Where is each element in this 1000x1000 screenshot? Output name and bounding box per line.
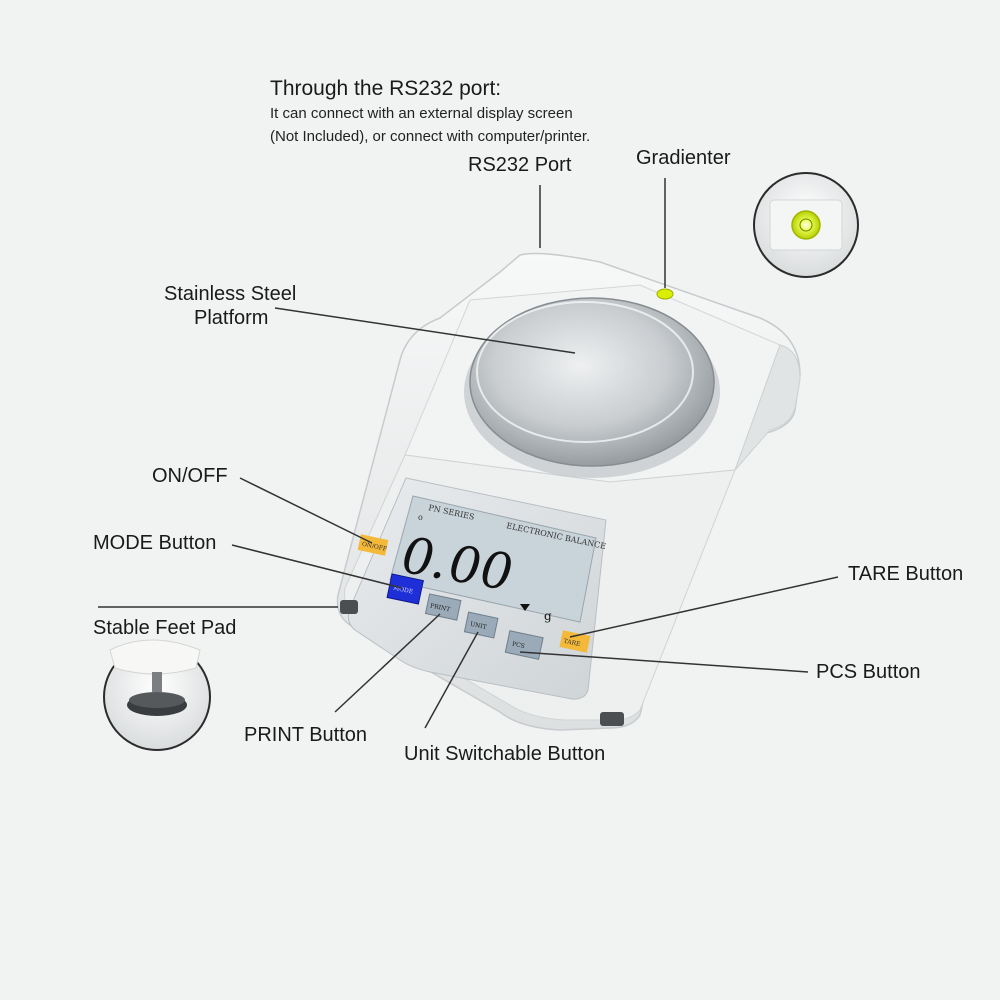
- leader-lines: [98, 178, 839, 729]
- label-mode: MODE Button: [93, 532, 217, 554]
- scale-side: [734, 344, 801, 471]
- front-foot-left: [340, 600, 358, 614]
- gradienter-callout: [753, 172, 859, 278]
- key-mode[interactable]: MODE: [386, 573, 424, 605]
- lcd-indicator: o: [418, 513, 423, 522]
- label-unit: Unit Switchable Button: [404, 743, 606, 765]
- key-tare[interactable]: TARE: [559, 630, 591, 653]
- key-pcs[interactable]: PCS: [504, 630, 544, 660]
- label-tare: TARE Button: [848, 563, 964, 585]
- lcd-screen: [389, 495, 597, 623]
- intro-line1: It can connect with an external display …: [270, 105, 573, 122]
- feet-pad-callout: [103, 639, 211, 751]
- pan-rim-highlight: [476, 301, 694, 443]
- intro-title: Through the RS232 port:: [270, 77, 502, 100]
- intro-line2: (Not Included), or connect with computer…: [270, 128, 591, 145]
- label-print: PRINT Button: [244, 724, 368, 746]
- front-foot-right: [600, 712, 624, 726]
- bubble-level-icon: [791, 210, 821, 240]
- svg-text:TARE: TARE: [563, 638, 581, 648]
- svg-text:UNIT: UNIT: [469, 621, 487, 631]
- label-platform-line2: Platform: [194, 307, 269, 329]
- label-feet-pad: Stable Feet Pad: [93, 617, 237, 639]
- label-onoff: ON/OFF: [152, 465, 228, 487]
- lcd-stable-arrow: [520, 604, 530, 611]
- label-gradienter: Gradienter: [636, 147, 731, 169]
- svg-text:PRINT: PRINT: [429, 602, 450, 613]
- svg-text:PCS: PCS: [511, 641, 525, 650]
- lcd-unit-symbol: g: [544, 609, 552, 623]
- label-rs232-port: RS232 Port: [468, 154, 572, 176]
- gradienter-on-device: [656, 288, 674, 300]
- label-pcs: PCS Button: [816, 661, 921, 683]
- label-platform-line1: Stainless Steel: [164, 283, 297, 305]
- key-unit[interactable]: UNIT: [463, 611, 499, 639]
- svg-text:MODE: MODE: [392, 585, 413, 596]
- stainless-steel-pan: [469, 297, 715, 467]
- key-print[interactable]: PRINT: [424, 593, 462, 621]
